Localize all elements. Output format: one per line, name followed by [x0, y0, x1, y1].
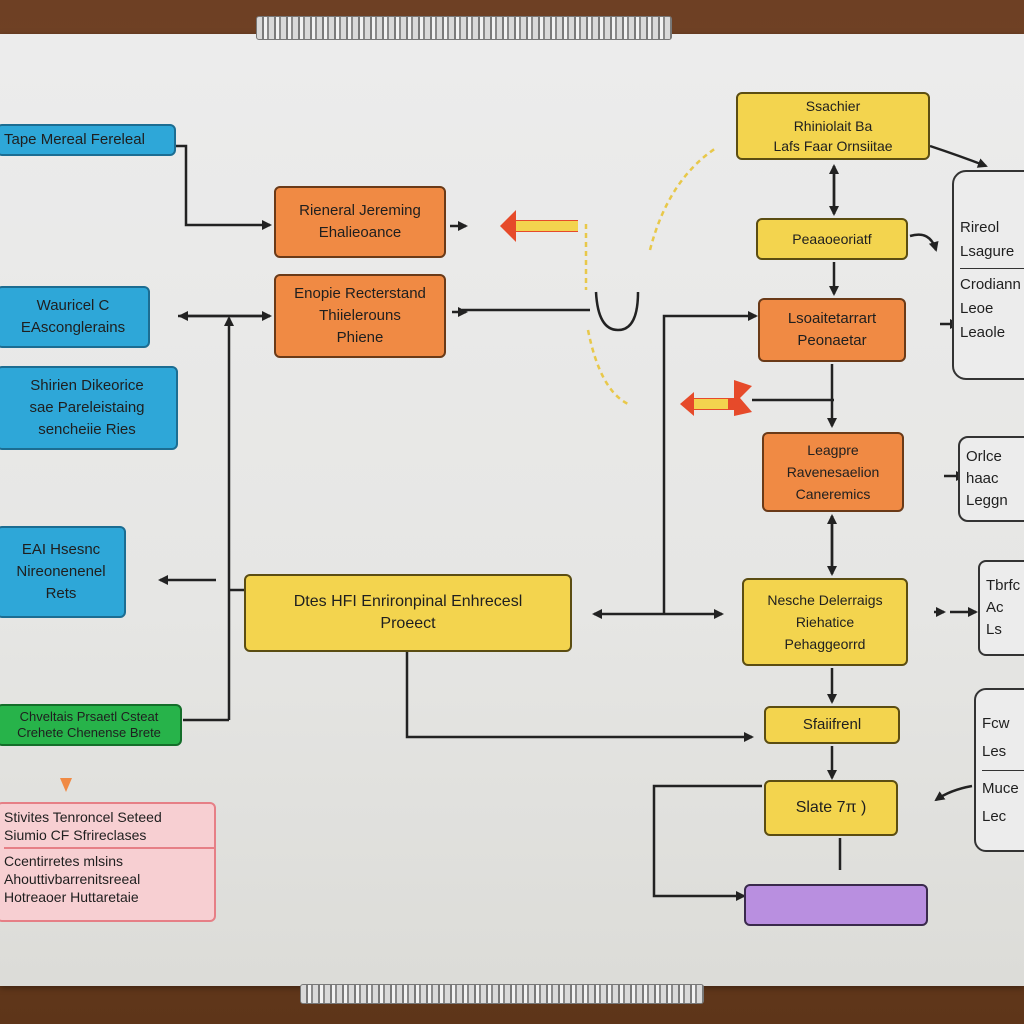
arrow-shaft: [694, 399, 728, 409]
white-box-2: Orlce haac Leggn: [958, 436, 1024, 522]
purple-box: [744, 884, 928, 926]
dashed-connector: [648, 146, 717, 251]
connector: [662, 311, 758, 614]
yellow-box-top-right: Ssachier Rhiniolait Ba Lafs Faar Ornsiit…: [736, 92, 930, 160]
connector: [405, 652, 754, 742]
pink-box: Stivites Tenroncel Seteed Siumio CF Sfri…: [0, 802, 216, 922]
arrow-shaft: [516, 221, 578, 231]
orange-box-r1: Lsoaitetarrart Peonaetar: [758, 298, 906, 362]
green-box: Chveltais Prsaetl Csteat Crehete Chenens…: [0, 704, 182, 746]
connector: [176, 144, 272, 230]
orange-box-2: Enopie Recterstand Thiielerouns Phiene: [274, 274, 446, 358]
bottom-spiral-binding: [300, 984, 704, 1004]
yellow-center-box: Dtes HFI Enrironpinal Enhrecesl Proeect: [244, 574, 572, 652]
yellow-box-r4: Sfaiifrenl: [764, 706, 900, 744]
yellow-box-r5: Slate 7π ): [764, 780, 898, 836]
blue-box-4: EAI Hsesnc Nireonenenel Rets: [0, 526, 126, 618]
white-divider: [960, 268, 1024, 269]
white-divider: [982, 769, 1024, 771]
blue-box-top: Tape Mereal Fereleal: [0, 124, 176, 156]
yellow-box-small: Peaaoeoriatf: [756, 218, 908, 260]
connector: [652, 784, 762, 901]
white-box-3: Tbrfc Ac Ls: [978, 560, 1024, 656]
orange-box-1: Rieneral Jereming Ehalieoance: [274, 186, 446, 258]
red-arrow-marker: [734, 380, 752, 416]
white-box-4: Fcw Les Muce Lec: [974, 688, 1024, 852]
connector: [909, 233, 939, 252]
connector: [594, 291, 640, 332]
connector: [929, 144, 988, 168]
yellow-box-r3: Nesche Delerraigs Riehatice Pehaggeorrd: [742, 578, 908, 666]
connector: [934, 784, 973, 802]
blue-box-3: Shirien Dikeorice sae Pareleistaing senc…: [0, 366, 178, 450]
white-box-1: Rireol Lsagure Crodiann Leoe Leaole: [952, 170, 1024, 380]
pink-divider: [4, 847, 214, 849]
orange-box-r2: Leagpre Ravenesaelion Caneremics: [762, 432, 904, 512]
dashed-connector: [586, 329, 629, 406]
blue-box-2: Wauricel C EAsconglerains: [0, 286, 150, 348]
orange-marker: [60, 778, 72, 792]
top-spiral-binding: [256, 16, 672, 40]
